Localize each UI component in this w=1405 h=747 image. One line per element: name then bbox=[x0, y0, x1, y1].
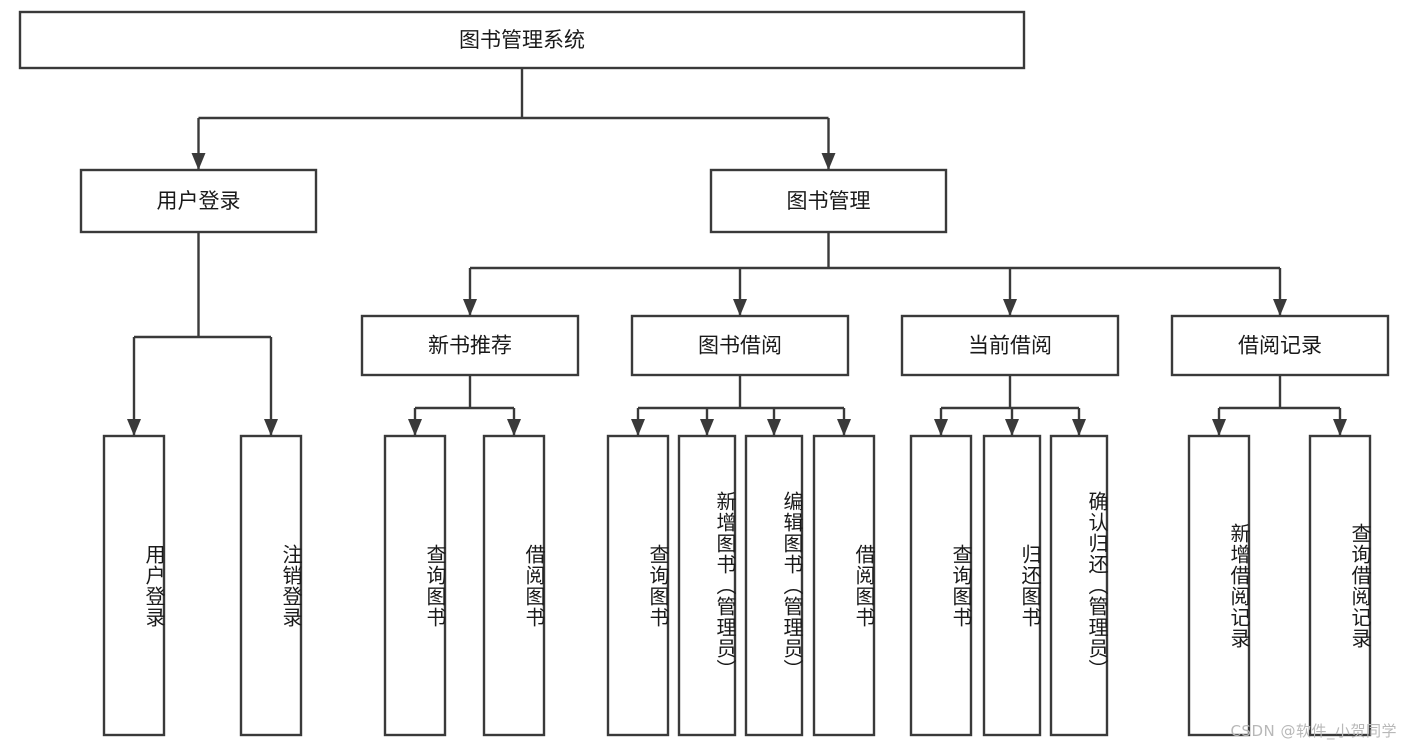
node-level3-0[interactable] bbox=[360, 314, 580, 377]
node-leaf-12[interactable] bbox=[1308, 434, 1372, 737]
node-leaf-7[interactable] bbox=[812, 434, 876, 737]
node-leaf-10[interactable] bbox=[1049, 434, 1109, 737]
arrow-head-icon bbox=[733, 299, 747, 316]
node-level2-0[interactable] bbox=[79, 168, 318, 234]
arrow-head-icon bbox=[1003, 299, 1017, 316]
node-level3-3[interactable] bbox=[1170, 314, 1390, 377]
node-level3-label-1: 图书借阅 bbox=[698, 334, 782, 358]
node-root[interactable] bbox=[18, 10, 1026, 70]
node-leaf-11[interactable] bbox=[1187, 434, 1251, 737]
node-level2-1[interactable] bbox=[709, 168, 948, 234]
arrow-head-icon bbox=[191, 153, 206, 170]
arrow-head-icon bbox=[1273, 299, 1287, 316]
connectors-layer bbox=[127, 68, 1347, 436]
node-level2-label-1: 图书管理 bbox=[787, 189, 871, 213]
node-level3-label-2: 当前借阅 bbox=[968, 334, 1052, 358]
arrow-head-icon bbox=[127, 419, 141, 436]
arrow-head-icon bbox=[1212, 419, 1226, 436]
node-leaf-5[interactable] bbox=[677, 434, 737, 737]
node-level2-label-0: 用户登录 bbox=[157, 189, 241, 213]
arrow-head-icon bbox=[934, 419, 948, 436]
node-leaf-1[interactable] bbox=[239, 434, 303, 737]
node-leaf-0[interactable] bbox=[102, 434, 166, 737]
node-boxes-layer bbox=[18, 10, 1390, 737]
arrow-head-icon bbox=[631, 419, 645, 436]
node-level3-label-0: 新书推荐 bbox=[428, 334, 512, 358]
arrow-head-icon bbox=[700, 419, 714, 436]
arrow-head-icon bbox=[1005, 419, 1019, 436]
csdn-watermark: CSDN @软件_小贺同学 bbox=[1230, 722, 1397, 740]
arrow-head-icon bbox=[767, 419, 781, 436]
node-root-label: 图书管理系统 bbox=[459, 28, 585, 52]
node-leaf-2[interactable] bbox=[383, 434, 447, 737]
node-leaf-8[interactable] bbox=[909, 434, 973, 737]
node-leaf-4[interactable] bbox=[606, 434, 670, 737]
arrow-head-icon bbox=[264, 419, 278, 436]
node-level3-2[interactable] bbox=[900, 314, 1120, 377]
node-level3-1[interactable] bbox=[630, 314, 850, 377]
arrow-head-icon bbox=[1072, 419, 1086, 436]
arrow-head-icon bbox=[463, 299, 477, 316]
arrow-head-icon bbox=[408, 419, 422, 436]
arrow-head-icon bbox=[1333, 419, 1347, 436]
node-leaf-9[interactable] bbox=[982, 434, 1042, 737]
arrow-head-icon bbox=[837, 419, 851, 436]
arrow-head-icon bbox=[507, 419, 521, 436]
node-leaf-3[interactable] bbox=[482, 434, 546, 737]
arrow-head-icon bbox=[821, 153, 836, 170]
node-level3-label-3: 借阅记录 bbox=[1238, 334, 1322, 358]
node-leaf-6[interactable] bbox=[744, 434, 804, 737]
